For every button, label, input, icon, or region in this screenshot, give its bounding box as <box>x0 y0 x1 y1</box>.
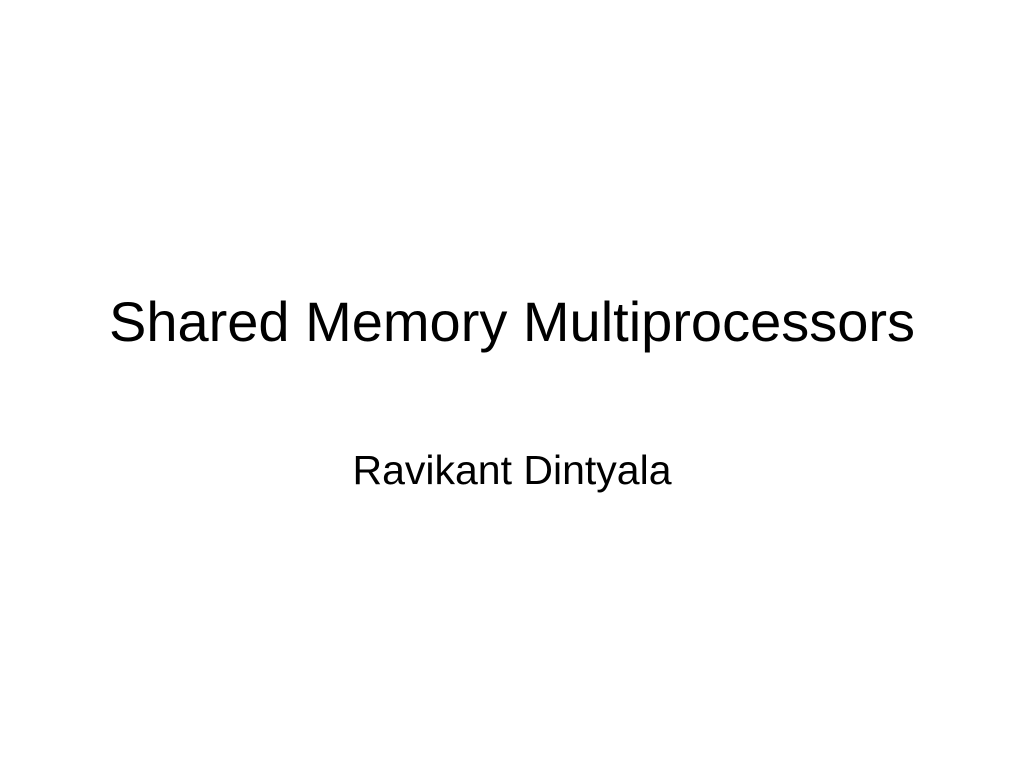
slide-title: Shared Memory Multiprocessors <box>108 290 916 353</box>
slide-subtitle-author: Ravikant Dintyala <box>352 447 672 493</box>
